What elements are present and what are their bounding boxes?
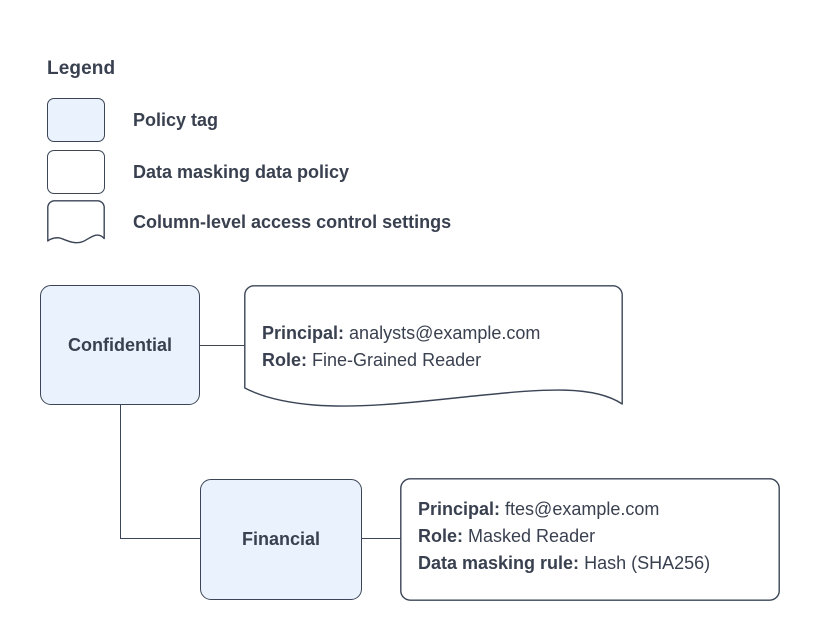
callout-line-key: Principal: bbox=[262, 323, 345, 343]
rounded-rect-icon bbox=[400, 478, 780, 601]
callout-line-key: Data masking rule: bbox=[418, 553, 580, 573]
connector-confidential-to-financial-vertical bbox=[120, 405, 122, 539]
legend-swatch-data-masking-policy bbox=[47, 150, 105, 194]
callout-line-value: Hash (SHA256) bbox=[584, 553, 711, 573]
legend-label-data-masking-policy: Data masking data policy bbox=[133, 162, 350, 182]
node-financial[interactable]: Financial bbox=[200, 479, 362, 600]
callout-line: Principal: analysts@example.com bbox=[262, 320, 540, 347]
legend-title: Legend bbox=[47, 58, 116, 79]
node-confidential[interactable]: Confidential bbox=[40, 285, 200, 405]
callout-line-value: Fine-Grained Reader bbox=[312, 350, 482, 370]
callout-financial-policy[interactable]: Principal: ftes@example.com Role: Masked… bbox=[400, 478, 780, 601]
callout-confidential-access[interactable]: Principal: analysts@example.com Role: Fi… bbox=[244, 285, 623, 410]
callout-line-key: Role: bbox=[418, 526, 463, 546]
callout-line: Data masking rule: Hash (SHA256) bbox=[418, 550, 710, 577]
connector-confidential-to-access-callout bbox=[200, 345, 245, 347]
legend-label-policy-tag: Policy tag bbox=[133, 110, 219, 130]
connector-confidential-to-financial-horizontal bbox=[120, 538, 201, 540]
callout-line: Role: Masked Reader bbox=[418, 523, 595, 550]
callout-line: Principal: ftes@example.com bbox=[418, 496, 659, 523]
wave-bottom-rect-icon bbox=[47, 200, 105, 244]
callout-line-value: Masked Reader bbox=[468, 526, 596, 546]
wave-bottom-rect-icon bbox=[244, 285, 623, 407]
callout-line-value: ftes@example.com bbox=[505, 499, 660, 519]
callout-line-key: Principal: bbox=[418, 499, 501, 519]
callout-line: Role: Fine-Grained Reader bbox=[262, 347, 481, 374]
connector-financial-to-policy-callout bbox=[362, 538, 401, 540]
node-financial-label: Financial bbox=[241, 529, 321, 549]
callout-line-key: Role: bbox=[262, 350, 307, 370]
node-confidential-label: Confidential bbox=[68, 334, 172, 355]
legend-swatch-column-access-control bbox=[47, 200, 105, 244]
legend-swatch-policy-tag bbox=[47, 98, 105, 142]
callout-line-value: analysts@example.com bbox=[349, 323, 541, 343]
legend-label-column-access-control: Column-level access control settings bbox=[133, 212, 452, 232]
